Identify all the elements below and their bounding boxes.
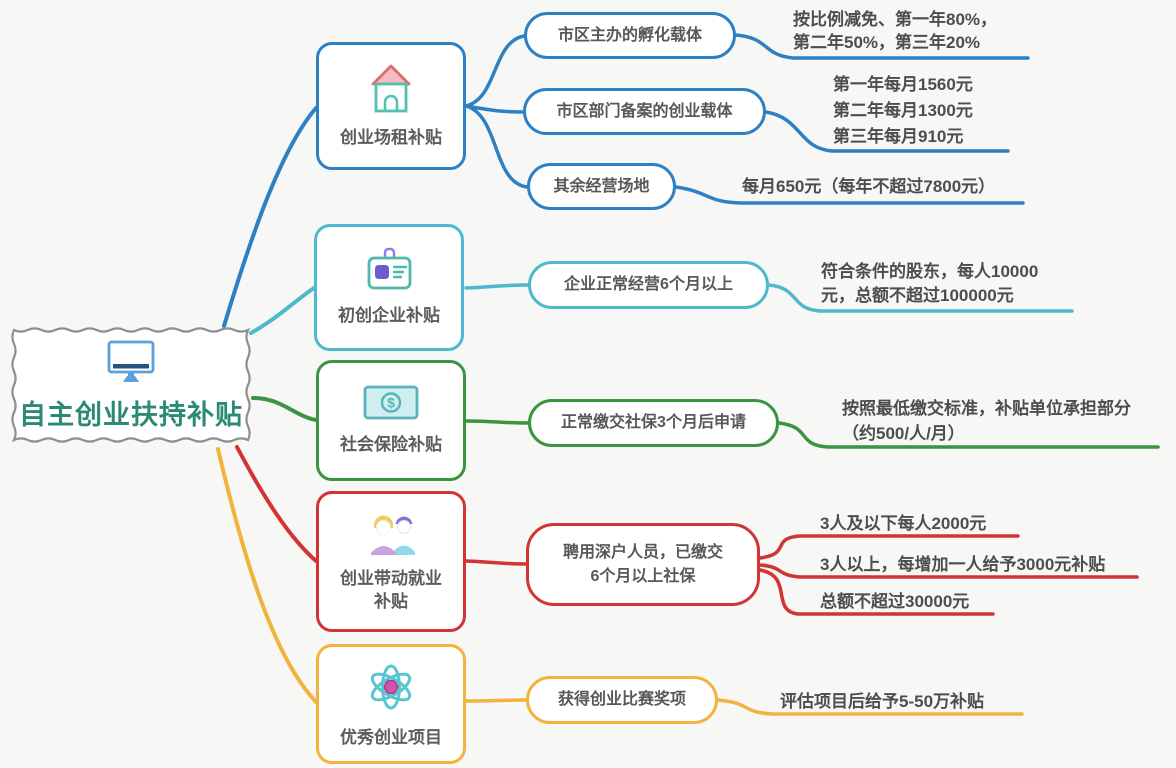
banknote-icon: $ <box>363 385 419 420</box>
branch-label: 初创企业补贴 <box>338 306 440 326</box>
note-proportional-reduction: 按比例减免、第一年80%， 第二年50%，第三年20% <box>793 10 998 52</box>
child-node-hire-local-staff[interactable]: 聘用深户人员，已缴交 6个月以上社保 <box>526 523 760 606</box>
note-shareholder-10000: 符合条件的股东，每人10000 元，总额不超过100000元 <box>821 262 1039 305</box>
edge-note-standard <box>777 421 1160 449</box>
branch-label: 优秀创业项目 <box>340 727 442 747</box>
edge-root-branch-insurance <box>251 396 318 422</box>
edge-root-branch-employment <box>235 445 318 563</box>
branch-label: 创业场租补贴 <box>340 127 442 147</box>
edge-note-registered <box>764 110 1010 153</box>
note-3000-per-extra-person: 3人以上，每增加一人给予3000元补贴 <box>820 555 1106 574</box>
child-node-registered-carrier[interactable]: 市区部门备案的创业载体 <box>523 88 766 135</box>
note-total-30000: 总额不超过30000元 <box>820 592 970 611</box>
edge-note-shareholder <box>767 283 1074 313</box>
atom-icon <box>370 664 412 710</box>
edge-note-3000 <box>758 563 1139 579</box>
edge-insurance-child-1 <box>464 419 530 425</box>
branch-node-employment-subsidy[interactable]: 创业带动就业 补贴 <box>316 491 466 632</box>
child-node-other-premises[interactable]: 其余经营场地 <box>527 163 676 210</box>
edge-note-award <box>716 698 1024 716</box>
svg-text:$: $ <box>387 395 395 411</box>
branch-label: 社会保险补贴 <box>340 435 442 455</box>
branch-node-insurance-subsidy[interactable]: $ 社会保险补贴 <box>316 360 466 481</box>
edge-note-2000 <box>758 534 1020 560</box>
edge-root-branch-startup <box>249 286 316 335</box>
house-icon <box>371 64 411 112</box>
edge-root-branch-rent <box>222 106 318 328</box>
edge-rent-child-1 <box>464 34 526 108</box>
child-node-city-incubator[interactable]: 市区主办的孵化载体 <box>524 12 736 59</box>
child-node-apply-after-3-months[interactable]: 正常缴交社保3个月后申请 <box>528 399 779 447</box>
branch-node-startup-subsidy[interactable]: 初创企业补贴 <box>314 224 464 351</box>
edge-note-incubator <box>734 33 1030 60</box>
root-title: 自主创业扶持补贴 <box>19 399 243 430</box>
child-node-competition-award[interactable]: 获得创业比赛奖项 <box>526 676 718 724</box>
note-5-50w-subsidy: 评估项目后给予5-50万补贴 <box>780 692 985 711</box>
edge-root-branch-project <box>216 447 318 704</box>
note-minimum-standard: 按照最低缴交标准，补贴单位承担部分 （约500/人/月） <box>842 399 1131 443</box>
branch-node-outstanding-project[interactable]: 优秀创业项目 <box>316 644 466 764</box>
edge-employment-child-1 <box>464 559 528 566</box>
edge-rent-child-3 <box>464 104 529 189</box>
edge-project-child-1 <box>464 698 528 703</box>
monitor-icon <box>107 340 155 382</box>
note-650-per-month: 每月650元（每年不超过7800元） <box>742 177 996 196</box>
edge-note-30000 <box>758 568 995 616</box>
people-icon <box>371 515 415 555</box>
branch-label: 创业带动就业 补贴 <box>340 568 442 611</box>
edge-startup-child-1 <box>464 283 530 290</box>
branch-node-rent-subsidy[interactable]: 创业场租补贴 <box>316 42 466 170</box>
root-node-sketchy-border <box>11 327 251 443</box>
child-node-operating-6-months[interactable]: 企业正常经营6个月以上 <box>528 261 769 309</box>
root-node[interactable]: 自主创业扶持补贴 <box>8 324 254 446</box>
edge-note-other-premises <box>674 185 1025 205</box>
note-2000-per-person: 3人及以下每人2000元 <box>820 514 987 533</box>
id-badge-icon <box>367 247 412 290</box>
note-monthly-amounts: 第一年每月1560元 第二年每月1300元 第三年每月910元 <box>833 75 973 146</box>
